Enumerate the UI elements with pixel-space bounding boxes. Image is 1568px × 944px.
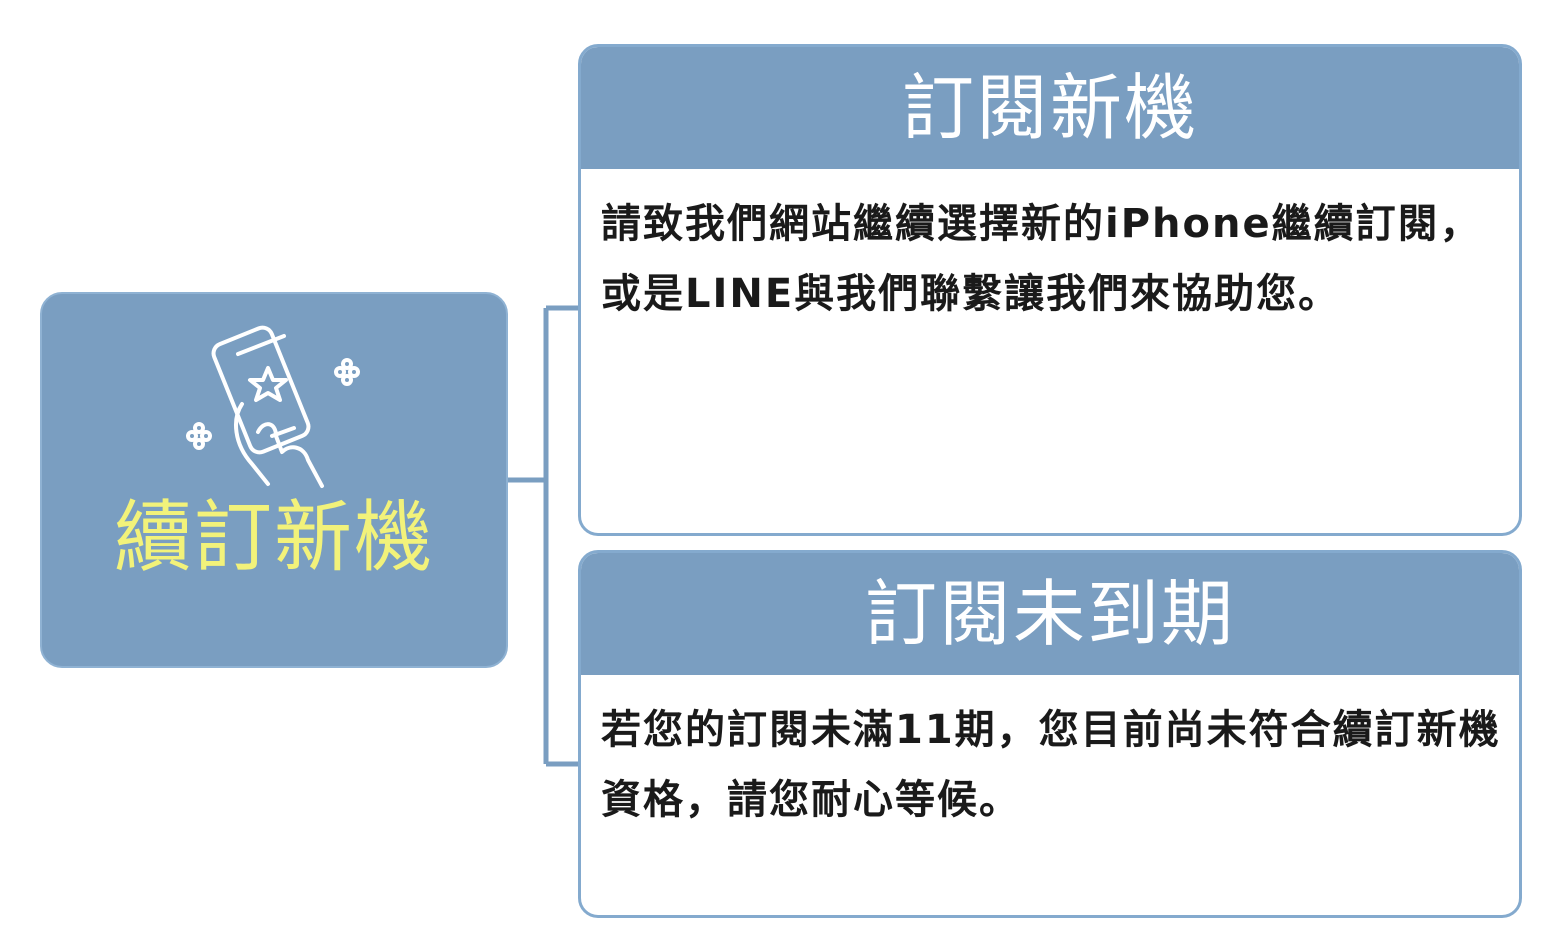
root-node: 續訂新機 xyxy=(40,292,508,668)
branch-body: 請致我們網站繼續選擇新的iPhone繼續訂閱， 或是LINE與我們聯繫讓我們來協… xyxy=(601,201,1482,317)
hand-holding-phone-star-icon xyxy=(186,325,360,488)
branch-body: 若您的訂閱未滿11期，您目前尚未符合續訂新機 資格，請您耐心等候。 xyxy=(601,707,1501,823)
root-title: 續訂新機 xyxy=(113,493,434,583)
branch-title: 訂閱新機 xyxy=(581,47,1519,169)
branch-title: 訂閱未到期 xyxy=(581,553,1519,675)
branch-card-new-subscription: 訂閱新機 請致我們網站繼續選擇新的iPhone繼續訂閱， 或是LINE與我們聯繫… xyxy=(578,44,1522,536)
branch-card-not-expired: 訂閱未到期 若您的訂閱未滿11期，您目前尚未符合續訂新機 資格，請您耐心等候。 xyxy=(578,550,1522,918)
